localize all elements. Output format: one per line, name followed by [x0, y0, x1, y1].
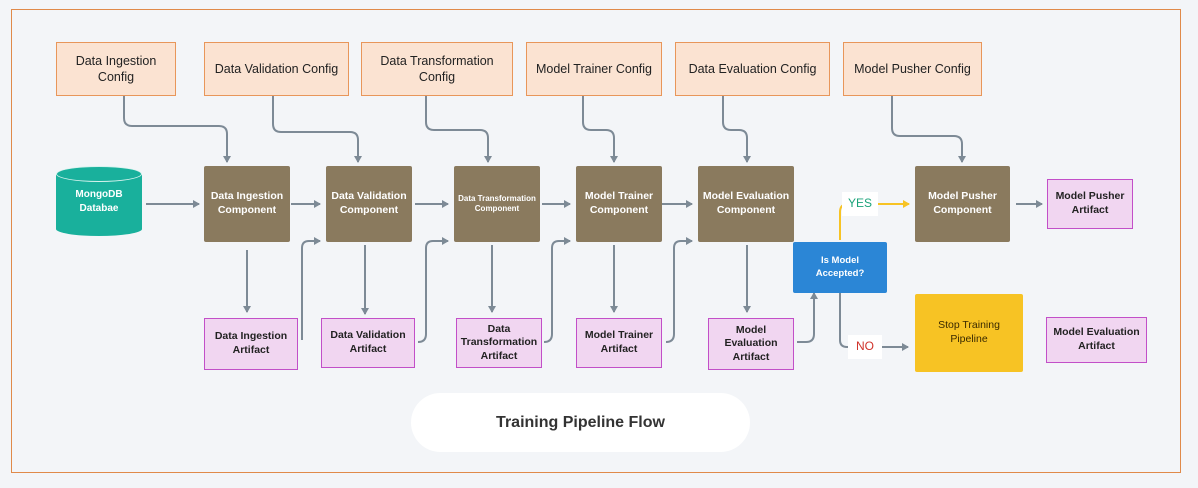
artifact-data-validation: Data Validation Artifact [321, 318, 415, 368]
link-config-ingestion [123, 96, 231, 163]
decision-model-accepted: Is Model Accepted? [793, 242, 887, 293]
config-model-pusher: Model Pusher Config [843, 42, 982, 96]
component-model-pusher: Model Pusher Component [915, 166, 1010, 242]
config-data-ingestion: Data Ingestion Config [56, 42, 176, 96]
diagram-title-text: Training Pipeline Flow [496, 413, 665, 431]
decision-label: Is Model Accepted? [815, 255, 865, 279]
link-decision-no [839, 293, 909, 351]
link-transformation-artifact-to-trainer [543, 237, 571, 343]
database-label-line2: Databae [79, 202, 119, 214]
mongodb-database: MongoDB Databae [56, 166, 142, 242]
link-config-trainer [582, 96, 618, 163]
component-label: Model Trainer Component [584, 190, 654, 216]
artifact-label: Model Evaluation Artifact [1053, 326, 1140, 352]
artifact-data-ingestion: Data Ingestion Artifact [204, 318, 298, 370]
no-label-text: NO [856, 339, 874, 354]
no-label: NO [848, 335, 882, 359]
config-label: Data Validation Config [214, 61, 339, 76]
config-label: Model Pusher Config [854, 61, 971, 76]
artifact-label: Data Transformation Artifact [460, 322, 538, 362]
config-data-validation: Data Validation Config [204, 42, 349, 96]
database-cylinder-body [56, 174, 142, 236]
artifact-model-pusher: Model Pusher Artifact [1047, 179, 1133, 229]
component-model-trainer: Model Trainer Component [576, 166, 662, 242]
artifact-label: Model Pusher Artifact [1055, 190, 1125, 216]
link-trainer-artifact-to-evaluation [665, 237, 693, 343]
database-label: MongoDB Databae [56, 188, 142, 215]
database-cylinder-top [56, 166, 142, 182]
artifact-data-transformation: Data Transformation Artifact [456, 318, 542, 368]
config-label: Data Transformation Config [380, 53, 494, 84]
yes-label: YES [842, 192, 878, 216]
diagram-title: Training Pipeline Flow [411, 393, 750, 452]
config-label: Model Trainer Config [535, 61, 653, 76]
component-data-ingestion: Data Ingestion Component [204, 166, 290, 242]
component-label: Data Ingestion Component [210, 190, 284, 216]
component-model-evaluation: Model Evaluation Component [698, 166, 794, 242]
artifact-model-evaluation: Model Evaluation Artifact [708, 318, 794, 370]
config-label: Data Evaluation Config [688, 61, 817, 76]
link-config-validation [272, 96, 362, 163]
link-config-transformation [425, 96, 492, 163]
link-validation-artifact-to-transformation [417, 237, 449, 343]
component-label: Data Validation Component [331, 190, 407, 216]
link-evaluation-artifact-to-decision [797, 292, 818, 343]
link-config-pusher [891, 96, 966, 163]
component-label: Model Pusher Component [928, 190, 997, 216]
artifact-label: Data Validation Artifact [330, 329, 406, 355]
config-data-transformation: Data Transformation Config [361, 42, 513, 96]
component-data-transformation: Data Transformation Component [454, 166, 540, 242]
config-model-trainer: Model Trainer Config [526, 42, 662, 96]
config-data-evaluation: Data Evaluation Config [675, 42, 830, 96]
yes-label-text: YES [847, 196, 872, 211]
artifact-label: Data Ingestion Artifact [214, 330, 288, 356]
link-ingestion-artifact-to-validation [301, 237, 321, 340]
artifact-label: Model Trainer Artifact [584, 329, 654, 355]
component-data-validation: Data Validation Component [326, 166, 412, 242]
stop-label: Stop Training Pipeline [938, 319, 1000, 345]
artifact-label: Model Evaluation Artifact [724, 323, 778, 363]
config-label: Data Ingestion Config [75, 53, 157, 84]
component-label: Model Evaluation Component [702, 190, 790, 216]
component-label: Data Transformation Component [458, 193, 536, 213]
link-config-evaluation [722, 96, 751, 163]
database-label-line1: MongoDB [75, 189, 123, 200]
stop-training-pipeline: Stop Training Pipeline [915, 294, 1023, 372]
artifact-model-trainer: Model Trainer Artifact [576, 318, 662, 368]
artifact-model-evaluation-final: Model Evaluation Artifact [1046, 317, 1147, 363]
